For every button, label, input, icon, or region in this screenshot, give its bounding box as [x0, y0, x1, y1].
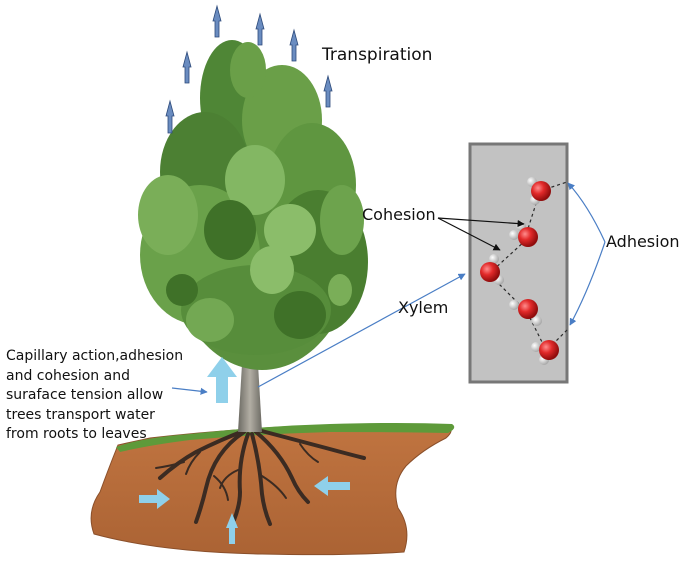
water-uptake-arrows: [139, 357, 350, 544]
water-arrow-up-large: [207, 357, 237, 403]
caption-line: from roots to leaves: [6, 426, 147, 442]
xylem-connector: [257, 273, 466, 388]
grass-strip: [116, 423, 455, 452]
foliage: [138, 40, 368, 370]
adhesion-label: Adhesion: [606, 232, 680, 251]
water-arrow-left: [314, 476, 350, 496]
xylem-label: Xylem: [398, 298, 449, 317]
caption-line: trees transport water: [6, 406, 155, 423]
vapor-arrow-up: [182, 50, 192, 84]
caption-pointer: [171, 387, 208, 395]
water-molecule: [531, 340, 559, 365]
water-arrow-up-small: [226, 513, 238, 544]
vapor-arrow-up: [212, 4, 222, 38]
transpiration-arrows: [165, 4, 333, 134]
vapor-arrow-up: [323, 74, 333, 108]
caption-line: and cohesion and: [6, 367, 130, 384]
caption-line: Capillary action,adhesion: [6, 348, 184, 364]
caption-text: Capillary action,adhesion and cohesion a…: [6, 347, 183, 445]
vapor-arrow-up: [165, 99, 175, 134]
cohesion-pointers: [437, 217, 525, 251]
transpiration-label: Transpiration: [322, 45, 433, 65]
water-arrow-right: [139, 489, 170, 509]
water-molecule: [527, 177, 551, 205]
roots: [155, 428, 366, 526]
cohesion-label: Cohesion: [362, 205, 436, 224]
water-molecule: [509, 299, 542, 326]
water-molecule: [480, 254, 504, 285]
adhesion-pointers: [567, 182, 606, 326]
caption-line: suraface tension allow: [6, 387, 164, 403]
vapor-arrow-up: [289, 28, 299, 62]
vapor-arrow-up: [255, 12, 265, 46]
